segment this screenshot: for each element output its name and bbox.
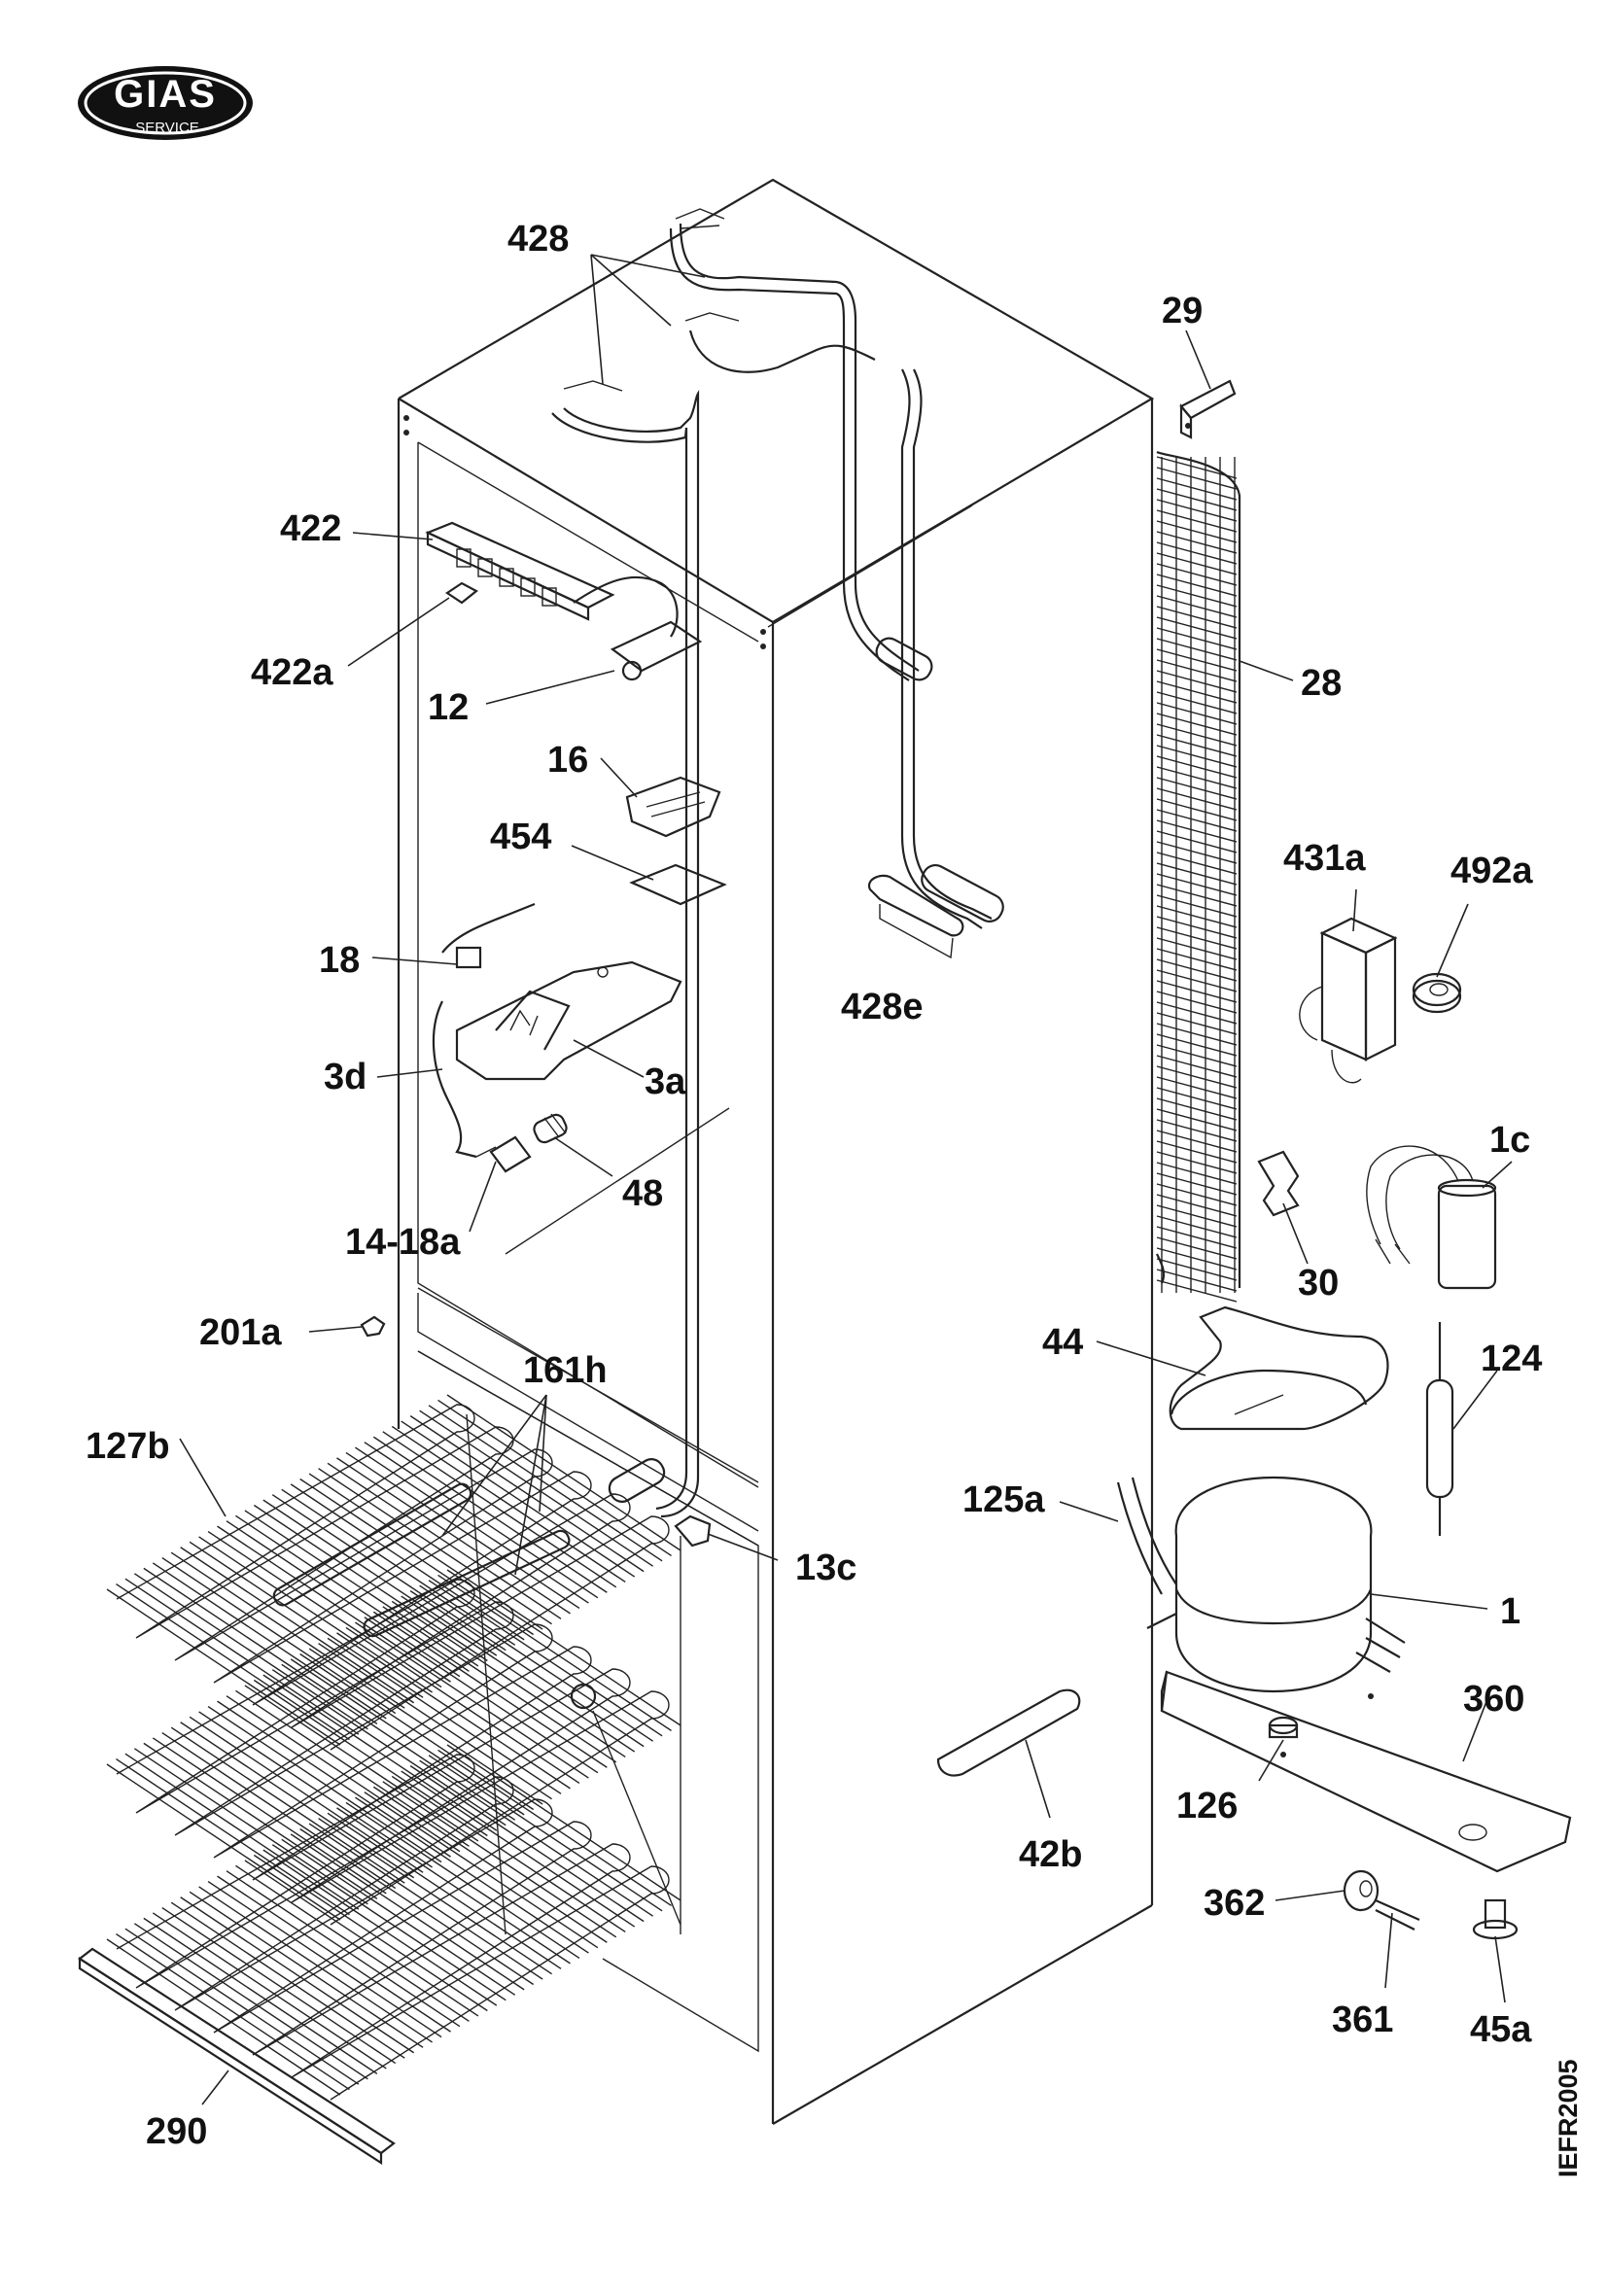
label-48: 48 [622, 1173, 663, 1214]
label-13c: 13c [795, 1548, 856, 1588]
drip-tray-44 [1169, 1305, 1389, 1431]
label-126: 126 [1176, 1786, 1238, 1826]
label-1: 1 [1500, 1591, 1520, 1632]
bolt-361 [1375, 1898, 1420, 1931]
document-code: IEFR2005 [1554, 2059, 1583, 2177]
connector-block-428e [867, 874, 964, 959]
label-1c: 1c [1489, 1120, 1530, 1161]
label-492a: 492a [1450, 851, 1533, 891]
evaporator-127b [106, 1394, 681, 2101]
label-125a: 125a [962, 1479, 1045, 1520]
label-454: 454 [490, 817, 551, 857]
label-361: 361 [1332, 2000, 1393, 2040]
label-14-18a: 14-18a [345, 1222, 461, 1263]
rubber-foot-126 [1268, 1716, 1299, 1739]
foot-45a [1472, 1898, 1519, 1940]
shelf-rails-161h [272, 1482, 597, 1710]
label-360: 360 [1463, 1679, 1524, 1720]
label-42b: 42b [1019, 1834, 1082, 1875]
label-16: 16 [547, 740, 588, 781]
label-12: 12 [428, 687, 469, 728]
base-rail-360 [1160, 1670, 1572, 1873]
bracket-13c [674, 1514, 712, 1548]
logo-subtext: SERVICE [135, 120, 199, 136]
label-3a: 3a [645, 1061, 686, 1102]
label-3d: 3d [324, 1057, 367, 1097]
compressor-1 [1116, 1476, 1406, 1693]
control-panel-422 [425, 521, 703, 681]
glass-plate-454 [629, 863, 727, 906]
screw-201a [360, 1315, 386, 1338]
label-29: 29 [1162, 291, 1203, 331]
dryer-filter-124 [1425, 1322, 1454, 1536]
label-18: 18 [319, 940, 360, 981]
label-422: 422 [280, 508, 341, 549]
lamp-socket-14-18a [475, 1113, 568, 1173]
spanner-42b [936, 1688, 1081, 1777]
leader-lines [179, 254, 1513, 2105]
gias-service-logo: GIAS SERVICE [78, 66, 253, 140]
capacitor-1c [1366, 1145, 1497, 1290]
overload-protector-492a [1412, 972, 1462, 1014]
clamp-30 [1257, 1150, 1300, 1217]
label-124: 124 [1481, 1339, 1542, 1379]
relay-431a [1299, 917, 1398, 1084]
label-28: 28 [1301, 663, 1342, 704]
condenser-28 [1156, 450, 1241, 1303]
part-labels: 428 29 422 422a 12 28 16 454 431a 492a 4… [86, 219, 1542, 2152]
lamp-cover-16 [625, 776, 721, 838]
cabinet-outline [397, 178, 1155, 2125]
profile-290 [78, 1947, 396, 2166]
label-30: 30 [1298, 1263, 1339, 1304]
label-161h: 161h [523, 1350, 608, 1391]
label-127b: 127b [86, 1426, 170, 1467]
label-428: 428 [507, 219, 569, 260]
label-362: 362 [1204, 1883, 1265, 1924]
label-45a: 45a [1470, 2009, 1532, 2050]
label-422a: 422a [251, 652, 333, 693]
label-431a: 431a [1283, 838, 1366, 879]
tubing-428 [551, 208, 1004, 1518]
label-290: 290 [146, 2111, 207, 2152]
label-201a: 201a [199, 1312, 282, 1353]
bracket-29 [1179, 379, 1237, 439]
label-428e: 428e [841, 987, 924, 1027]
logo-text: GIAS [114, 73, 217, 116]
thermostat-housing-3a [432, 902, 682, 1159]
label-44: 44 [1042, 1322, 1083, 1363]
spacer-362 [1343, 1869, 1380, 1912]
